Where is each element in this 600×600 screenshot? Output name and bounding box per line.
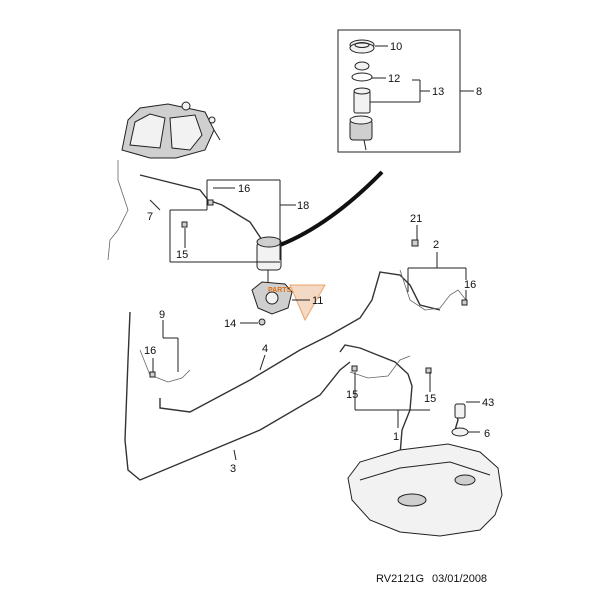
callout-12: 12	[388, 73, 400, 85]
fuel-tank	[347, 403, 503, 537]
seal-ring-part	[351, 61, 373, 82]
callout-18: 18	[297, 200, 309, 212]
svg-text:PARTS: PARTS	[268, 287, 292, 294]
callout-2: 2	[433, 239, 439, 251]
clip-16a	[207, 199, 214, 206]
callout-11: 11	[312, 295, 323, 307]
fuel-pump-inset	[337, 29, 474, 153]
clip-15a	[181, 221, 188, 228]
pipe-1b	[349, 355, 411, 379]
callout-14: 14	[224, 318, 236, 330]
clips	[149, 199, 468, 378]
callout-9: 9	[159, 309, 165, 321]
bolt-14	[258, 318, 266, 326]
clip-16b	[461, 299, 468, 306]
callout-21: 21	[410, 213, 422, 225]
callout-8: 8	[476, 86, 482, 98]
leader-lines	[149, 179, 480, 461]
callout-3: 3	[230, 463, 236, 475]
callout-16-top: 16	[238, 183, 250, 195]
clip-21	[411, 239, 419, 247]
callout-16-right: 16	[464, 279, 476, 291]
pipe-1	[339, 344, 413, 456]
callout-labels: 10 12 13 8 16 18 7 15 21 2 16 11 14 9 16…	[144, 41, 494, 475]
clip-15c	[425, 367, 432, 374]
callout-4: 4	[262, 343, 268, 355]
callout-6: 6	[484, 428, 490, 440]
callout-15-right: 15	[424, 393, 436, 405]
inset-pointer-arrow	[279, 170, 384, 247]
pump-body-part	[349, 115, 373, 151]
callout-10: 10	[390, 41, 402, 53]
callout-16-left: 16	[144, 345, 156, 357]
watermark-logo: PARTS	[268, 284, 326, 322]
callout-13: 13	[432, 86, 444, 98]
clip-16c	[149, 371, 156, 378]
pipe-3	[124, 311, 351, 481]
callout-1: 1	[393, 431, 399, 443]
fuel-filter-assembly	[251, 236, 293, 315]
lock-ring-part	[349, 39, 375, 54]
pipe-4	[159, 271, 441, 413]
pipe-9	[139, 349, 191, 383]
callout-15-left: 15	[346, 389, 358, 401]
pipe-7b	[107, 160, 129, 261]
pipe-2	[399, 269, 467, 311]
canister-assembly	[121, 101, 221, 159]
pipe-7	[139, 174, 263, 241]
fuel-lines	[107, 160, 467, 481]
diagram-date: 03/01/2008	[432, 573, 487, 585]
clip-15b	[351, 365, 358, 372]
callout-7: 7	[147, 211, 153, 223]
pump-filter-part	[353, 87, 371, 114]
diagram-code: RV2121G	[376, 573, 424, 585]
callout-43: 43	[482, 397, 494, 409]
callout-15-upper: 15	[176, 249, 188, 261]
